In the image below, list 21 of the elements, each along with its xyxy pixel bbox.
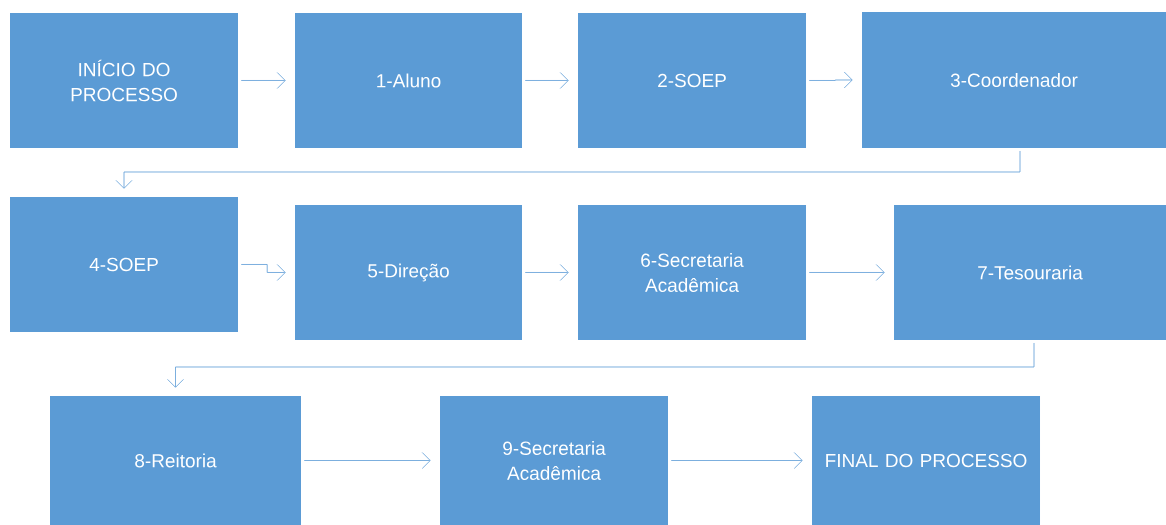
process-box: 3-Coordenador bbox=[862, 12, 1166, 148]
arrow bbox=[303, 452, 431, 469]
process-box: 1-Aluno bbox=[295, 13, 522, 148]
arrow bbox=[670, 452, 803, 469]
arrow bbox=[808, 264, 885, 281]
arrow bbox=[115, 150, 1021, 189]
arrow bbox=[240, 264, 286, 281]
arrow bbox=[808, 71, 853, 89]
process-box: 7-Tesouraria bbox=[894, 205, 1166, 340]
process-box: INÍCIO DO PROCESSO bbox=[10, 13, 238, 148]
process-box: 4-SOEP bbox=[10, 197, 238, 332]
arrow bbox=[240, 72, 286, 89]
arrow bbox=[524, 72, 569, 89]
process-box: 9-Secretaria Acadêmica bbox=[440, 396, 668, 525]
process-box: FINAL DO PROCESSO bbox=[812, 396, 1040, 525]
process-box: 5-Direção bbox=[295, 205, 522, 340]
arrow bbox=[524, 264, 569, 281]
arrow bbox=[167, 342, 1035, 388]
process-box: 6-Secretaria Acadêmica bbox=[578, 205, 806, 340]
process-box: 2-SOEP bbox=[578, 13, 806, 148]
process-box: 8-Reitoria bbox=[50, 396, 301, 525]
